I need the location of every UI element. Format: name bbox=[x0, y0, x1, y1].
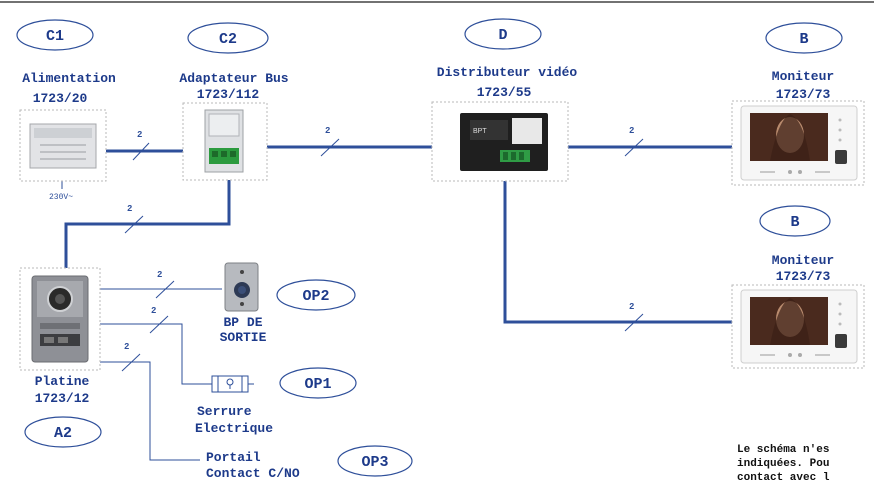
tick-5 bbox=[124, 215, 144, 234]
label-bp-line2: SORTIE bbox=[220, 330, 267, 345]
wire-count-7: 2 bbox=[151, 306, 156, 316]
tick-4 bbox=[624, 313, 644, 332]
device-labels: Alimentation 1723/20 230V~ Adaptateur Bu… bbox=[22, 65, 834, 481]
label-moniteur2: Moniteur bbox=[772, 253, 834, 268]
tick-6 bbox=[155, 280, 175, 299]
tick-8 bbox=[121, 353, 141, 372]
badge-c2-text: C2 bbox=[219, 31, 237, 48]
label-moniteur1-ref: 1723/73 bbox=[776, 87, 831, 102]
label-bp-line1: BP DE bbox=[223, 315, 262, 330]
wire-adaptateur-platine bbox=[64, 180, 231, 268]
badge-b1: B bbox=[765, 22, 843, 54]
label-serrure-line2: Electrique bbox=[195, 421, 273, 436]
badge-c1-text: C1 bbox=[46, 28, 64, 45]
badge-c2: C2 bbox=[187, 22, 269, 54]
note-line1: Le schéma n'es bbox=[737, 444, 829, 456]
distributeur-logo: BPT bbox=[473, 128, 487, 135]
badge-b2-text: B bbox=[790, 214, 799, 231]
platine-unit bbox=[19, 267, 101, 371]
label-distributeur-ref: 1723/55 bbox=[477, 85, 532, 100]
thin-wires bbox=[61, 181, 222, 461]
badge-op1: OP1 bbox=[279, 367, 357, 399]
tick-3 bbox=[624, 138, 644, 157]
adaptateur-unit bbox=[182, 102, 268, 181]
note-line3: contact avec l bbox=[737, 472, 830, 484]
wire-count-2: 2 bbox=[325, 126, 330, 136]
tick-7 bbox=[149, 315, 169, 334]
badge-op2-text: OP2 bbox=[302, 288, 329, 305]
wire-count-1: 2 bbox=[137, 130, 142, 140]
moniteur2-unit bbox=[731, 284, 865, 369]
label-alimentation-ref: 1723/20 bbox=[33, 91, 88, 106]
tick-1 bbox=[132, 142, 150, 161]
label-platine-ref: 1723/12 bbox=[35, 391, 90, 406]
label-alimentation: Alimentation bbox=[22, 71, 116, 86]
badge-op3: OP3 bbox=[337, 445, 413, 477]
wire-count-3: 2 bbox=[629, 126, 634, 136]
badge-op2: OP2 bbox=[276, 279, 356, 311]
wire-platine-portail bbox=[100, 361, 200, 461]
wire-ticks: 2 2 2 2 2 2 2 2 bbox=[121, 126, 644, 372]
badge-d: D bbox=[464, 18, 542, 50]
wire-count-8: 2 bbox=[124, 342, 129, 352]
badge-op1-text: OP1 bbox=[304, 376, 331, 393]
label-distributeur: Distributeur vidéo bbox=[437, 65, 578, 80]
label-serrure-line1: Serrure bbox=[197, 404, 252, 419]
wire-distributeur-moniteur2 bbox=[503, 180, 732, 324]
tick-2 bbox=[320, 138, 340, 157]
label-platine: Platine bbox=[35, 374, 90, 389]
label-adaptateur-ref: 1723/112 bbox=[197, 87, 260, 102]
label-moniteur1: Moniteur bbox=[772, 69, 834, 84]
distributeur-unit: BPT bbox=[431, 101, 569, 182]
alimentation-unit bbox=[19, 109, 107, 182]
badge-b1-text: B bbox=[799, 31, 808, 48]
serrure-symbol bbox=[211, 375, 254, 393]
badge-a2: A2 bbox=[24, 416, 102, 448]
wire-count-5: 2 bbox=[127, 204, 132, 214]
badge-d-text: D bbox=[498, 27, 507, 44]
wire-count-4: 2 bbox=[629, 302, 634, 312]
note-line2: indiquées. Pou bbox=[737, 458, 829, 470]
moniteur1-unit bbox=[731, 100, 865, 186]
bp-sortie-unit bbox=[224, 262, 259, 312]
wire-platine-serrure bbox=[100, 323, 212, 385]
bus-wires bbox=[64, 145, 732, 324]
label-moniteur2-ref: 1723/73 bbox=[776, 269, 831, 284]
wire-count-6: 2 bbox=[157, 270, 162, 280]
badge-b2: B bbox=[759, 205, 831, 237]
label-portail-line2: Contact C/NO bbox=[206, 466, 300, 481]
badge-c1: C1 bbox=[16, 19, 94, 51]
badge-a2-text: A2 bbox=[54, 425, 72, 442]
badge-op3-text: OP3 bbox=[361, 454, 388, 471]
label-portail-line1: Portail bbox=[206, 450, 261, 465]
label-adaptateur: Adaptateur Bus bbox=[179, 71, 288, 86]
footnote: Le schéma n'es indiquées. Pou contact av… bbox=[737, 444, 830, 484]
label-voltage: 230V~ bbox=[49, 193, 73, 202]
